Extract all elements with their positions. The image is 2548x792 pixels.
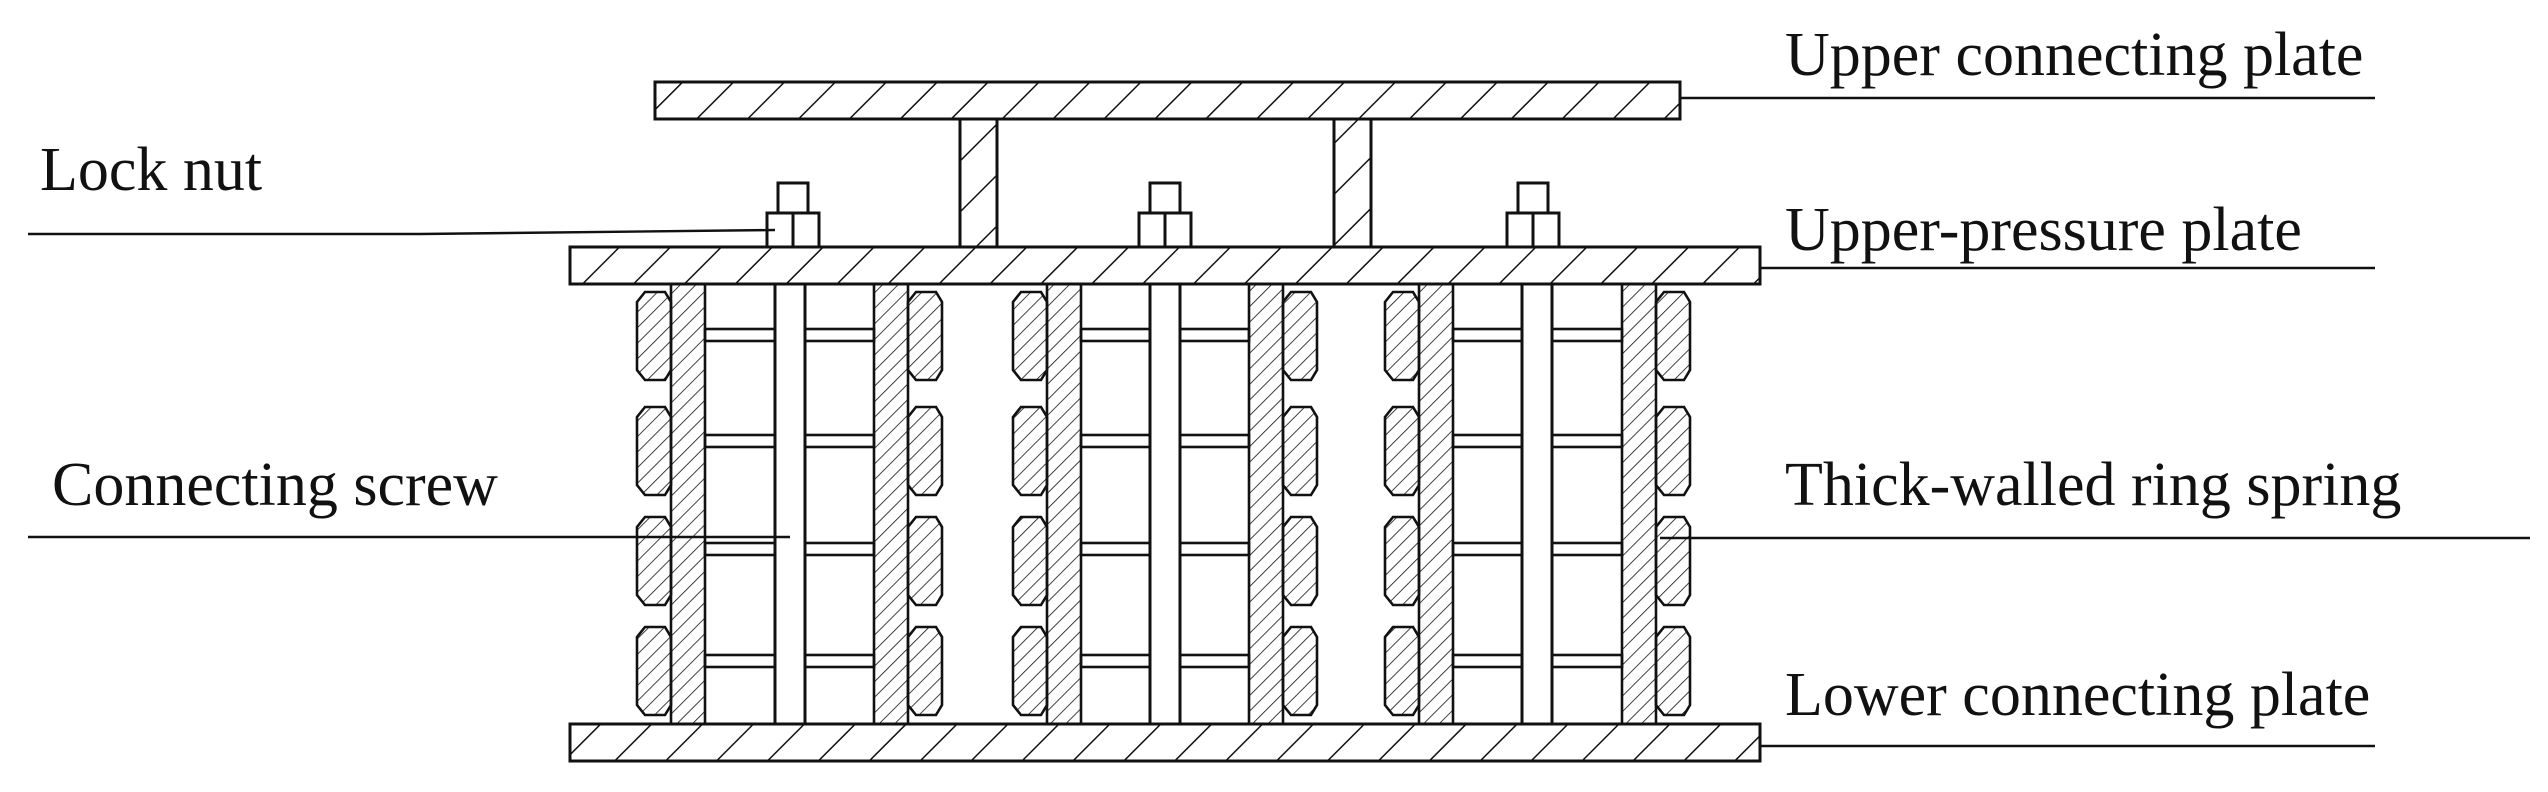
label-lower-connecting-plate: Lower connecting plate [1785, 661, 2370, 729]
upper-connecting-plate [653, 80, 1682, 121]
inner-ring [872, 282, 910, 726]
outer-ring [906, 515, 944, 607]
outer-ring [1011, 290, 1049, 382]
outer-ring [1383, 405, 1421, 497]
outer-ring [1654, 515, 1692, 607]
outer-ring [1011, 515, 1049, 607]
outer-ring [1654, 405, 1692, 497]
label-connecting-screw: Connecting screw [52, 451, 498, 519]
outer-ring [1011, 405, 1049, 497]
outer-ring [635, 405, 673, 497]
connecting-screw [1520, 282, 1554, 726]
outer-ring [635, 515, 673, 607]
outer-ring [906, 625, 944, 717]
lock-nuts [765, 181, 1561, 249]
outer-ring [635, 290, 673, 382]
label-thick-walled-ring-spring: Thick-walled ring spring [1785, 451, 2401, 519]
outer-ring [1383, 290, 1421, 382]
leader-lines [28, 96, 2530, 748]
label-upper-pressure-plate: Upper-pressure plate [1785, 196, 2302, 264]
outer-ring [1281, 515, 1319, 607]
inner-ring [669, 282, 707, 726]
label-lock-nut: Lock nut [40, 136, 262, 204]
outer-ring [635, 625, 673, 717]
upper-plate-supports [958, 117, 1373, 249]
outer-ring [1654, 625, 1692, 717]
outer-ring [906, 290, 944, 382]
label-upper-connecting-plate: Upper connecting plate [1785, 21, 2363, 89]
lock-nut [1505, 181, 1561, 249]
lower-connecting-plate [568, 722, 1762, 763]
inner-ring [1045, 282, 1083, 726]
lock-nut [765, 181, 821, 249]
outer-ring [906, 405, 944, 497]
connecting-screw [1148, 282, 1182, 726]
outer-ring [1011, 625, 1049, 717]
upper-pressure-plate [568, 245, 1762, 286]
connecting-screw [773, 282, 807, 726]
inner-ring [1620, 282, 1658, 726]
lock-nut [1137, 181, 1193, 249]
outer-ring [1383, 625, 1421, 717]
inner-ring [1247, 282, 1285, 726]
outer-ring [1281, 290, 1319, 382]
outer-ring [1281, 625, 1319, 717]
connecting-screws [773, 282, 1554, 726]
outer-ring [1654, 290, 1692, 382]
outer-ring [1281, 405, 1319, 497]
inner-ring [1417, 282, 1455, 726]
outer-ring [1383, 515, 1421, 607]
